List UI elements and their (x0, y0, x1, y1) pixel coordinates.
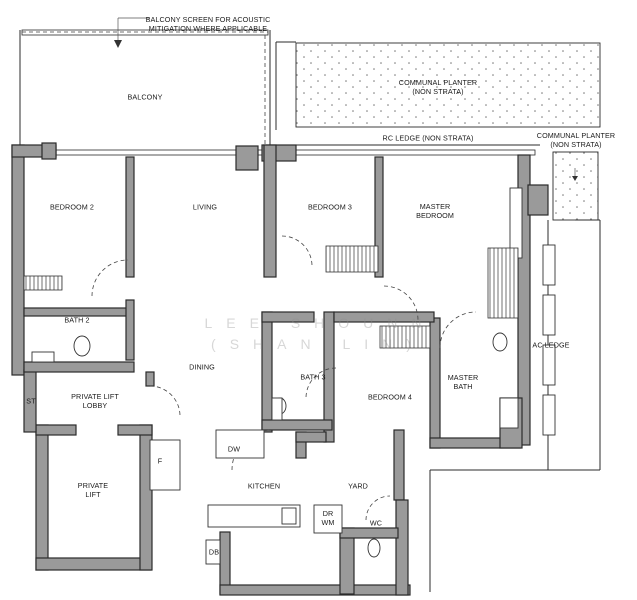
label-dining: DINING (189, 362, 215, 372)
communal-planter-right (552, 151, 599, 221)
label-private-lift: PRIVATE LIFT (77, 481, 109, 499)
fixtures (31, 332, 519, 565)
label-db: DB (208, 547, 220, 557)
label-dw: DW (227, 444, 241, 454)
label-rc-ledge: RC LEDGE (NON STRATA) (382, 133, 474, 143)
rc-ledge (54, 144, 540, 156)
label-private-lift-lobby: PRIVATE LIFT LOBBY (71, 392, 119, 410)
ac-ledge-frame (429, 219, 601, 592)
label-bath-2: BATH 2 (64, 315, 90, 325)
label-master-bedroom: MASTER BEDROOM (416, 202, 454, 220)
label-dr-wm: DR WM (321, 509, 335, 527)
label-balcony-screen: BALCONY SCREEN FOR ACOUSTIC MITIGATION W… (145, 15, 271, 33)
wardrobe-master (487, 247, 519, 319)
label-master-bath: MASTER BATH (447, 373, 479, 391)
label-communal-planter-right: COMMUNAL PLANTER (NON STRATA) (536, 131, 616, 149)
label-bath-3: BATH 3 (300, 372, 326, 382)
label-bedroom-4: BEDROOM 4 (367, 392, 413, 402)
label-ac-ledge: AC LEDGE (532, 340, 570, 350)
wardrobe-bedroom3 (325, 245, 379, 273)
label-f: F (157, 456, 163, 466)
balcony-screen-leader (114, 17, 150, 48)
wardrobe-bedroom4 (379, 325, 431, 349)
balcony-area (19, 29, 271, 145)
walls (11, 142, 549, 596)
wardrobe-bedroom2 (23, 275, 63, 291)
label-bedroom-3: BEDROOM 3 (307, 202, 353, 212)
watermark-line1: LEE SHOUNN (204, 315, 436, 331)
watermark-line2: (SHAN LIN) (211, 336, 425, 352)
label-balcony: BALCONY (127, 92, 163, 102)
communal-planter-top (295, 42, 601, 128)
label-st: ST (26, 396, 36, 406)
label-living: LIVING (192, 202, 218, 212)
label-bedroom-2: BEDROOM 2 (49, 202, 95, 212)
label-kitchen: KITCHEN (247, 481, 281, 491)
label-communal-planter-top: COMMUNAL PLANTER (NON STRATA) (398, 78, 478, 96)
label-wc: WC (369, 518, 383, 528)
label-yard: YARD (348, 481, 368, 491)
